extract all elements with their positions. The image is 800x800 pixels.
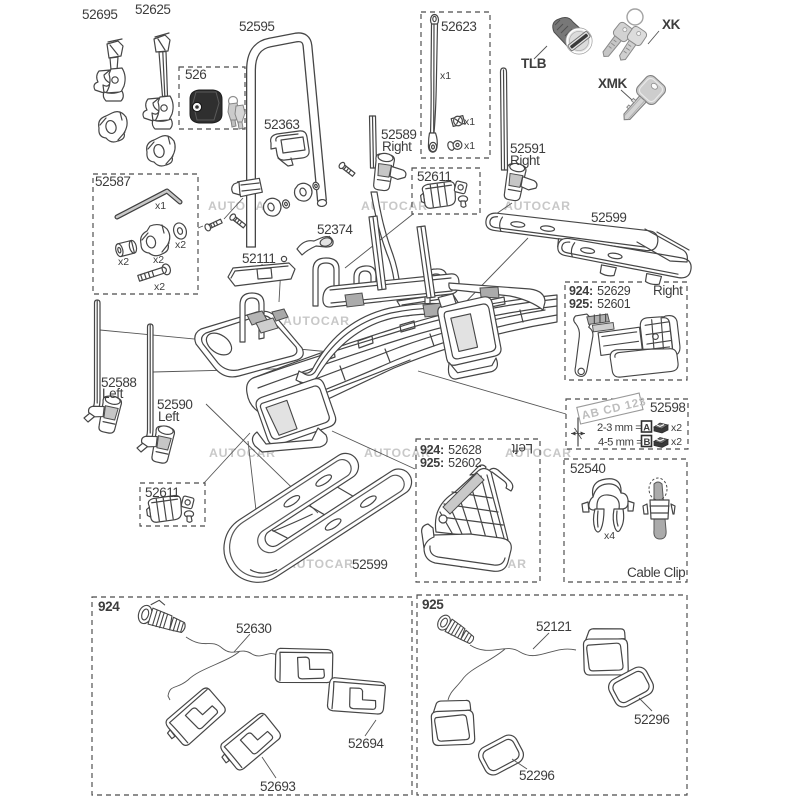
svg-text:AUTOCAR: AUTOCAR bbox=[287, 557, 354, 571]
svg-text:Cable Clip: Cable Clip bbox=[627, 565, 685, 580]
svg-text:52121: 52121 bbox=[536, 619, 572, 634]
svg-text:52111: 52111 bbox=[242, 251, 276, 266]
svg-text:AUTOCAR: AUTOCAR bbox=[505, 446, 572, 460]
svg-text:52590: 52590 bbox=[157, 397, 193, 412]
svg-text:52598: 52598 bbox=[650, 400, 686, 415]
svg-text:52591: 52591 bbox=[510, 141, 546, 156]
svg-text:52296: 52296 bbox=[634, 712, 670, 727]
svg-text:4-5 mm =: 4-5 mm = bbox=[598, 437, 642, 449]
svg-text:Left: Left bbox=[158, 409, 180, 424]
svg-text:925: 52601: 925: 52601 bbox=[569, 297, 631, 311]
svg-text:52589: 52589 bbox=[381, 127, 417, 142]
svg-text:XK: XK bbox=[662, 17, 681, 32]
svg-text:925: 925 bbox=[422, 597, 444, 612]
svg-text:x4: x4 bbox=[604, 530, 615, 542]
svg-text:Left: Left bbox=[511, 441, 533, 456]
svg-text:x2: x2 bbox=[154, 281, 165, 293]
svg-text:924: 924 bbox=[98, 599, 120, 614]
svg-text:x2: x2 bbox=[175, 239, 186, 251]
svg-text:x2: x2 bbox=[671, 422, 682, 434]
svg-text:52625: 52625 bbox=[135, 2, 171, 17]
svg-text:AUTOCAR: AUTOCAR bbox=[208, 199, 275, 213]
svg-text:x1: x1 bbox=[464, 116, 475, 128]
svg-text:52363: 52363 bbox=[264, 117, 300, 132]
svg-text:52611: 52611 bbox=[145, 485, 180, 500]
svg-text:AUTOCAR: AUTOCAR bbox=[504, 199, 571, 213]
svg-text:Right: Right bbox=[653, 283, 683, 298]
svg-text:B: B bbox=[644, 437, 651, 448]
svg-text:52623: 52623 bbox=[441, 19, 477, 34]
svg-text:x1: x1 bbox=[155, 200, 166, 212]
svg-text:AUTOCAR: AUTOCAR bbox=[364, 446, 431, 460]
svg-text:924: 52628: 924: 52628 bbox=[420, 443, 482, 457]
svg-text:52599: 52599 bbox=[591, 210, 627, 225]
svg-text:924: 52629: 924: 52629 bbox=[569, 284, 631, 298]
svg-text:52630: 52630 bbox=[236, 621, 272, 636]
svg-text:52595: 52595 bbox=[239, 19, 275, 34]
svg-text:526: 526 bbox=[185, 67, 206, 82]
svg-text:52695: 52695 bbox=[82, 7, 118, 22]
svg-text:52374: 52374 bbox=[317, 222, 353, 237]
svg-text:x1: x1 bbox=[440, 70, 451, 82]
svg-text:AUTOCAR: AUTOCAR bbox=[283, 314, 350, 328]
svg-text:52296: 52296 bbox=[519, 768, 555, 783]
svg-text:52693: 52693 bbox=[260, 779, 296, 794]
svg-text:52540: 52540 bbox=[570, 461, 606, 476]
svg-text:52599: 52599 bbox=[352, 557, 388, 572]
svg-text:A: A bbox=[643, 422, 650, 433]
svg-text:x2: x2 bbox=[671, 436, 682, 448]
svg-text:XMK: XMK bbox=[598, 76, 627, 91]
svg-text:x1: x1 bbox=[464, 140, 475, 152]
svg-text:Right: Right bbox=[382, 139, 412, 154]
svg-text:x2: x2 bbox=[153, 254, 164, 266]
svg-text:52611: 52611 bbox=[417, 169, 452, 184]
svg-text:52694: 52694 bbox=[348, 736, 384, 751]
svg-text:AUTOCAR: AUTOCAR bbox=[361, 199, 428, 213]
svg-text:52588: 52588 bbox=[101, 375, 137, 390]
svg-text:Right: Right bbox=[510, 153, 540, 168]
svg-text:TLB: TLB bbox=[521, 56, 547, 71]
svg-text:2-3 mm =: 2-3 mm = bbox=[597, 422, 641, 434]
svg-text:Left: Left bbox=[102, 386, 124, 401]
svg-text:x2: x2 bbox=[118, 256, 129, 268]
svg-text:925: 52602: 925: 52602 bbox=[420, 456, 482, 470]
svg-text:52587: 52587 bbox=[95, 174, 131, 189]
